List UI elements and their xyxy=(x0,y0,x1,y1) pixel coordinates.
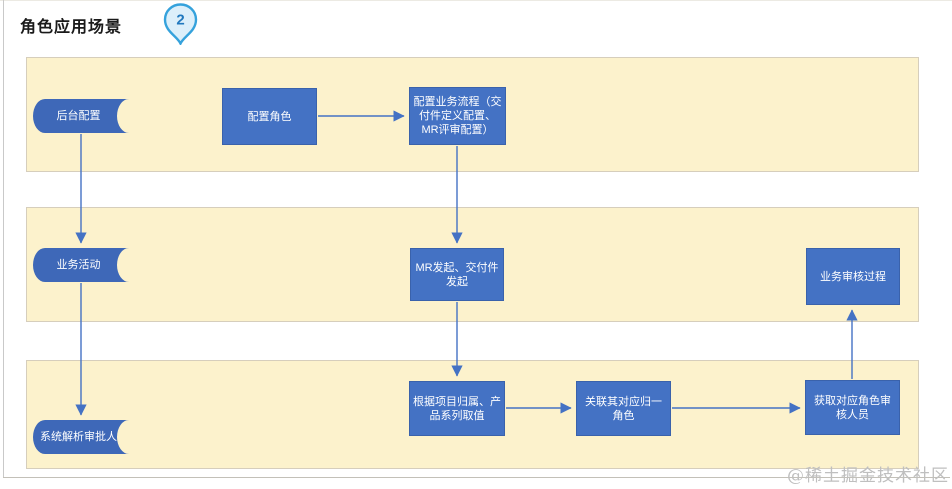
node-config-role: 配置角色 xyxy=(222,88,317,145)
node-label: MR发起、交付件发起 xyxy=(415,261,499,288)
stored-data-shape xyxy=(33,248,129,282)
step-badge-pin-icon: 2 xyxy=(163,3,198,45)
node-get-value: 根据项目归属、产品系列取值 xyxy=(409,381,505,436)
node-label: 获取对应角色审核人员 xyxy=(814,394,891,421)
page-border-top xyxy=(0,0,952,1)
node-backend-config: 后台配置 xyxy=(33,99,129,133)
node-label: 后台配置 xyxy=(56,110,101,122)
node-biz-review: 业务审核过程 xyxy=(806,248,900,305)
node-label: 业务活动 xyxy=(56,259,101,271)
node-label: 关联其对应归一角色 xyxy=(585,395,662,422)
step-badge-number: 2 xyxy=(176,12,184,29)
stored-data-shape xyxy=(33,420,129,454)
node-label: 配置角色 xyxy=(247,110,292,123)
page-title: 角色应用场景 xyxy=(20,19,123,36)
node-get-approver: 获取对应角色审核人员 xyxy=(805,380,900,435)
node-map-role: 关联其对应归一角色 xyxy=(576,381,671,436)
node-mr-initiate: MR发起、交付件发起 xyxy=(410,248,504,301)
node-biz-activity: 业务活动 xyxy=(33,248,129,282)
node-label: 根据项目归属、产品系列取值 xyxy=(413,395,501,422)
page-border-left xyxy=(3,0,4,478)
node-config-flow: 配置业务流程（交付件定义配置、MR评审配置） xyxy=(409,87,506,145)
watermark: @稀土掘金技术社区 xyxy=(787,466,949,486)
node-label: 系统解析审批人 xyxy=(40,431,117,443)
page-border-bottom xyxy=(3,477,950,478)
stored-data-shape xyxy=(33,99,129,133)
node-sys-resolve: 系统解析审批人 xyxy=(33,420,129,454)
node-label: 配置业务流程（交付件定义配置、MR评审配置） xyxy=(413,96,502,136)
node-label: 业务审核过程 xyxy=(820,270,886,283)
pin-shape xyxy=(163,3,198,45)
